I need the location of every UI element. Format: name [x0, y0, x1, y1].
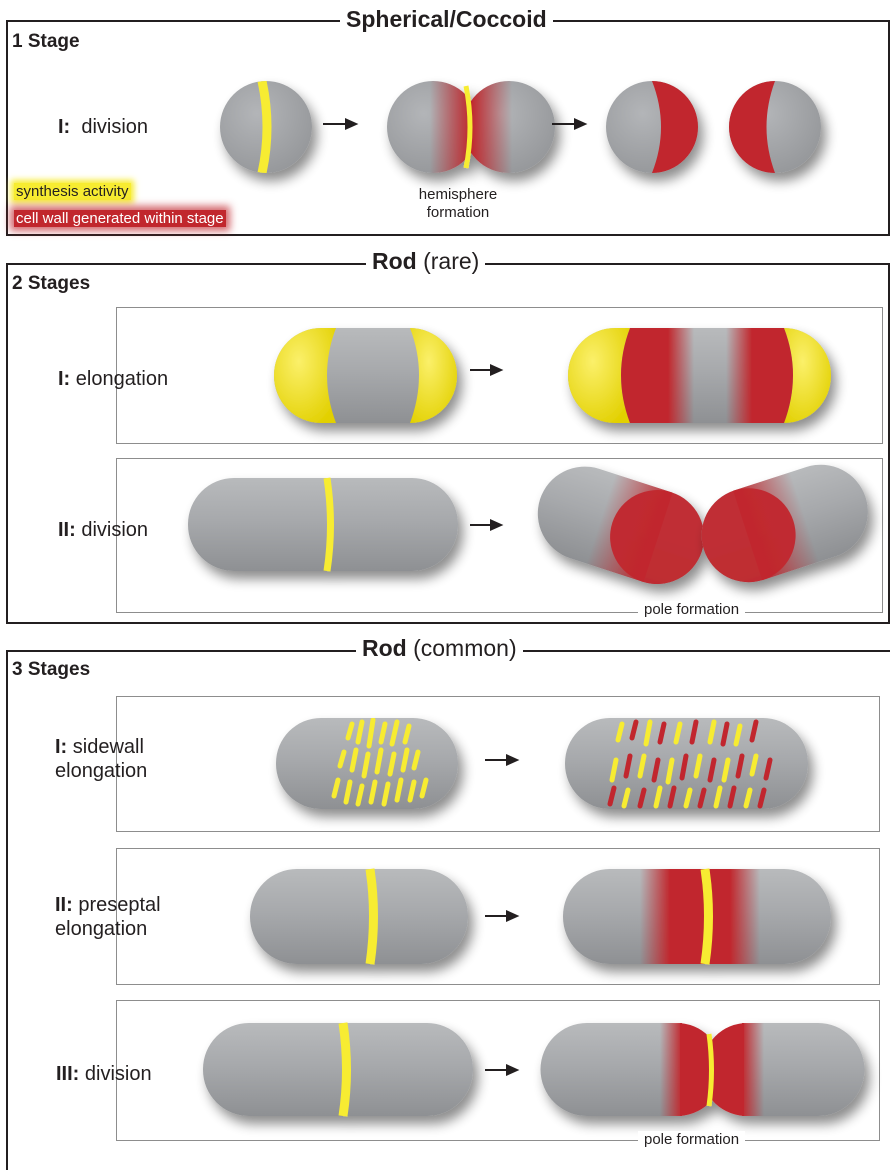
panel-spherical-row1-label: I: division [58, 116, 148, 139]
panel-rod-rare-title-rest: (rare) [423, 248, 479, 274]
panel-rod-common-row2-number: II: [55, 894, 73, 916]
rod-preseptal-before [250, 869, 468, 964]
arrow-p1-a [323, 120, 356, 129]
panel-rod-rare-row2-label: II: division [58, 519, 148, 542]
panel-spherical-row1-number: I: [58, 116, 70, 138]
panel-rod-common-row1-line1: sidewall [73, 736, 144, 758]
arrow-p2-b [470, 521, 501, 530]
rod-common-division-after [541, 1023, 865, 1116]
arrow-p3-c [485, 1066, 517, 1075]
hemisphere-formation-caption: hemisphere formation [388, 186, 528, 222]
sphere-before-division [220, 81, 312, 173]
panel-rod-common-row3-number: III: [56, 1063, 79, 1085]
rod-elongation-after [568, 328, 831, 423]
panel-rod-common-row1-label: I: sidewall elongation [55, 735, 147, 783]
panel-rod-rare-row1-name: elongation [76, 368, 168, 390]
caption-line1: hemisphere [388, 186, 528, 204]
panel-rod-common-stage-count: 3 Stages [12, 659, 90, 681]
panel-spherical-title-text: Spherical/Coccoid [346, 6, 547, 32]
panel-rod-common-row1-number: I: [55, 736, 67, 758]
panel-rod-common-row3-label: III: division [56, 1063, 152, 1086]
panel-rod-common-title-rest: (common) [413, 635, 517, 661]
panel-rod-common-title-bold: Rod [362, 635, 407, 661]
panel-rod-rare-row2-name: division [81, 519, 148, 541]
panel-rod-rare-title-bold: Rod [372, 248, 417, 274]
panel-rod-common-row2-line2: elongation [55, 917, 161, 941]
panel-rod-rare-row2-number: II: [58, 519, 76, 541]
rod-sidewall-before [276, 718, 458, 809]
panel-rod-common-pole-formation: pole formation [638, 1131, 745, 1148]
legend-cell-wall: cell wall generated within stage [14, 210, 226, 227]
panel-rod-common-title: Rod (common) [356, 635, 523, 662]
rod-division-after-left [526, 454, 717, 596]
arrow-p1-b [552, 120, 585, 129]
caption-line2: formation [388, 204, 528, 222]
panel-spherical-title: Spherical/Coccoid [340, 6, 553, 33]
sphere-daughter-left [606, 81, 703, 173]
panel-spherical-row1-name: division [81, 116, 148, 138]
panel-rod-common-row2-label: II: preseptal elongation [55, 893, 161, 941]
panel-spherical-stage-count: 1 Stage [12, 31, 80, 53]
rod-division-after-right [689, 452, 880, 594]
rod-common-division-before [203, 1023, 473, 1116]
arrow-p3-a [485, 756, 517, 765]
rod-elongation-before [274, 328, 457, 423]
panel-rod-rare-pole-formation: pole formation [638, 601, 745, 618]
panel-rod-common-row1-line2: elongation [55, 759, 147, 783]
panel-rod-rare-row1-label: I: elongation [58, 368, 168, 391]
panel-rod-rare-stage-count: 2 Stages [12, 273, 90, 295]
panel-rod-rare-title: Rod (rare) [366, 248, 485, 275]
arrow-p2-a [470, 366, 501, 375]
sphere-daughter-right [729, 81, 821, 173]
legend-synthesis-activity: synthesis activity [14, 183, 131, 200]
sphere-dividing [387, 75, 555, 185]
rod-division-before [188, 478, 458, 571]
panel-rod-common-row2-line1: preseptal [78, 894, 160, 916]
rod-sidewall-after [565, 718, 808, 809]
panel-rod-common-row3-name: division [85, 1063, 152, 1085]
panel-rod-rare-row1-number: I: [58, 368, 70, 390]
arrow-p3-b [485, 912, 517, 921]
rod-preseptal-after [563, 869, 831, 964]
